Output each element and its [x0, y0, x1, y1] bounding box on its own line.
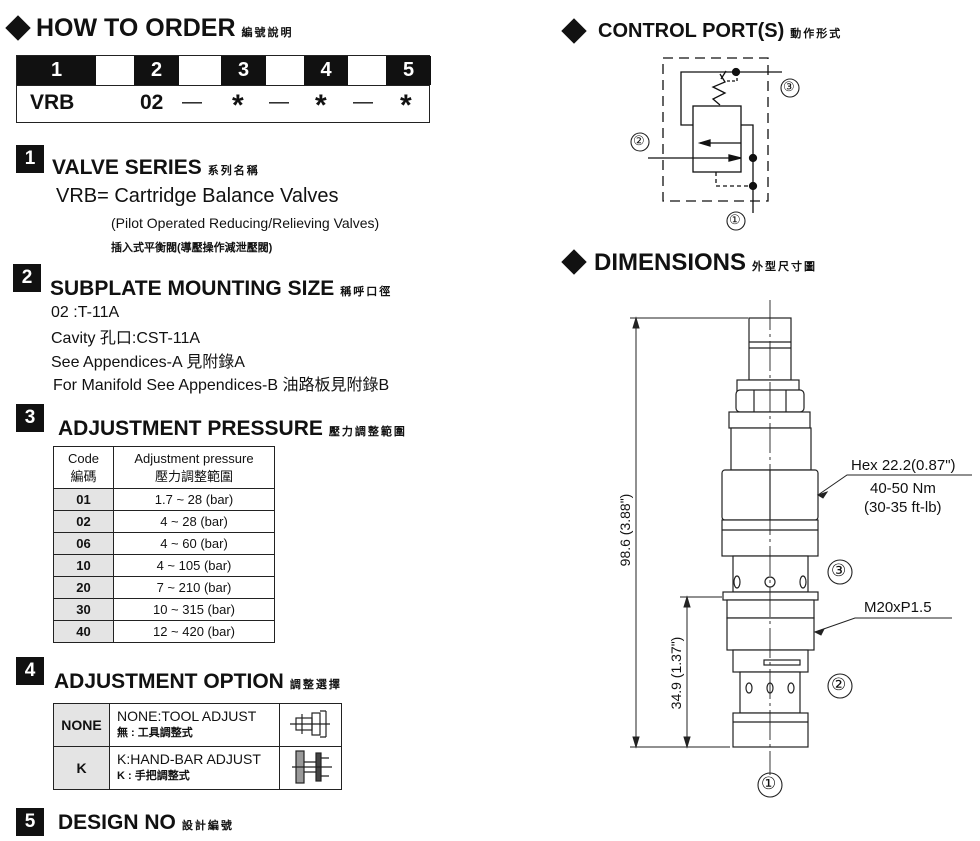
- dimension-lines: [630, 316, 972, 749]
- position-5: 5: [386, 56, 431, 85]
- heading-cn: 調整選擇: [289, 679, 342, 691]
- heading-text: ADJUSTMENT PRESSURE: [58, 417, 323, 440]
- port-1-label: ①: [761, 774, 777, 793]
- port-2-label: ②: [831, 675, 847, 694]
- section-badge-2: 2: [13, 264, 41, 292]
- subplate-heading: SUBPLATE MOUNTING SIZE 稱呼口徑: [50, 277, 392, 301]
- heading-cn: 稱呼口徑: [340, 286, 393, 298]
- option-code: NONE: [53, 703, 110, 747]
- section-badge-3: 3: [16, 404, 44, 432]
- table-row: K K:HAND-BAR ADJUST K : 手把調整式: [53, 746, 342, 790]
- position-3: 3: [221, 56, 266, 85]
- value-option: *: [315, 89, 327, 122]
- overall-length-label: 98.6 (3.88"): [617, 493, 633, 567]
- thread-label: M20xP1.5: [864, 599, 932, 616]
- code-cell: 20: [53, 576, 114, 599]
- heading-text: HOW TO ORDER: [36, 14, 236, 42]
- table-row: NONE NONE:TOOL ADJUST 無 : 工具調整式: [53, 703, 342, 747]
- option-desc: K:HAND-BAR ADJUST K : 手把調整式: [109, 746, 280, 790]
- hex-size-label: Hex 22.2(0.87"): [851, 457, 956, 474]
- cartridge-drawing: [721, 300, 819, 775]
- dimensions-heading: DIMENSIONS 外型尺寸圖: [594, 249, 817, 277]
- position-2: 2: [134, 56, 179, 85]
- heading-text: DIMENSIONS: [594, 249, 747, 276]
- subplate-line: 02 :T-11A: [51, 304, 120, 321]
- range-cell: 10 ~ 315 (bar): [113, 598, 275, 621]
- value-pressure: *: [232, 89, 244, 122]
- value-design: *: [400, 89, 412, 122]
- option-heading: ADJUSTMENT OPTION 調整選擇: [54, 670, 342, 694]
- port-3-label: ③: [783, 79, 795, 94]
- code-cell: 02: [53, 510, 114, 533]
- order-code-table: 1 2 3 4 5 VRB 02 — * — * — *: [16, 55, 431, 123]
- desc-text: NONE:TOOL ADJUST: [117, 708, 257, 724]
- port-3-label: ③: [831, 561, 847, 580]
- series-line: VRB= Cartridge Balance Valves: [56, 185, 339, 207]
- range-cell: 12 ~ 420 (bar): [113, 620, 275, 643]
- control-port-heading: CONTROL PORT(S) 動作形式: [598, 20, 842, 43]
- header-cn: 壓力調整範圍: [154, 468, 233, 484]
- heading-cn: 外型尺寸圖: [752, 261, 818, 273]
- value-series: VRB: [30, 91, 75, 114]
- code-cell: 40: [53, 620, 114, 643]
- option-code: K: [53, 746, 110, 790]
- heading-text: SUBPLATE MOUNTING SIZE: [50, 277, 335, 300]
- port-2-label: ②: [633, 133, 645, 148]
- dash: —: [182, 91, 202, 113]
- hydraulic-symbol: [648, 57, 782, 213]
- dash: —: [269, 91, 289, 113]
- hand-bar-icon: [279, 746, 342, 790]
- header-text: Adjustment pressure: [134, 450, 254, 466]
- option-desc: NONE:TOOL ADJUST 無 : 工具調整式: [109, 703, 280, 747]
- code-cell: 30: [53, 598, 114, 621]
- lower-length-label: 34.9 (1.37"): [668, 636, 684, 710]
- section-badge-1: 1: [16, 145, 44, 173]
- value-size: 02: [140, 91, 164, 114]
- pressure-heading: ADJUSTMENT PRESSURE 壓力調整範圍: [58, 417, 407, 441]
- torque-label: 40-50 Nm: [870, 480, 936, 497]
- series-desc-cn: 插入式平衡閥(導壓操作減泄壓閥): [111, 242, 273, 254]
- range-cell: 7 ~ 210 (bar): [113, 576, 275, 599]
- how-to-order-heading: HOW TO ORDER 編號說明: [36, 14, 294, 43]
- port-1-label: ①: [729, 212, 741, 227]
- dash: —: [353, 91, 373, 113]
- heading-cn: 壓力調整範圍: [328, 426, 407, 438]
- series-desc: (Pilot Operated Reducing/Relieving Valve…: [111, 215, 380, 231]
- position-1: 1: [17, 56, 96, 85]
- tool-adjust-icon: [279, 703, 342, 747]
- heading-text: CONTROL PORT(S): [598, 20, 785, 42]
- desc-cn: K : 手把調整式: [117, 770, 190, 782]
- section-badge-4: 4: [16, 657, 44, 685]
- heading-cn: 設計編號: [181, 820, 234, 832]
- position-4: 4: [304, 56, 348, 85]
- heading-cn: 動作形式: [790, 28, 843, 40]
- heading-cn: 系列名稱: [207, 165, 260, 177]
- appendix-b-link: For Manifold See Appendices-B 油路板見附錄B: [53, 377, 390, 394]
- option-table: NONE NONE:TOOL ADJUST 無 : 工具調整式 K K:HAND-…: [53, 703, 342, 790]
- port-circles: [630, 78, 853, 798]
- header-cn: 編碼: [70, 468, 97, 484]
- header-text: Code: [67, 450, 100, 466]
- code-cell: 06: [53, 532, 114, 555]
- section-badge-5: 5: [16, 808, 44, 836]
- cavity-line: Cavity 孔口:CST-11A: [51, 330, 201, 347]
- valve-series-heading: VALVE SERIES 系列名稱: [52, 156, 260, 180]
- heading-text: ADJUSTMENT OPTION: [54, 670, 284, 693]
- heading-cn: 編號說明: [241, 27, 294, 39]
- code-cell: 10: [53, 554, 114, 577]
- code-cell: 01: [53, 488, 114, 511]
- heading-text: VALVE SERIES: [52, 156, 202, 179]
- desc-text: K:HAND-BAR ADJUST: [117, 751, 261, 767]
- appendix-a-link: See Appendices-A 見附錄A: [51, 354, 245, 371]
- heading-text: DESIGN NO: [58, 811, 176, 834]
- desc-cn: 無 : 工具調整式: [117, 727, 193, 739]
- torque-ft-label: (30-35 ft-lb): [864, 499, 942, 516]
- design-heading: DESIGN NO 設計編號: [58, 811, 234, 835]
